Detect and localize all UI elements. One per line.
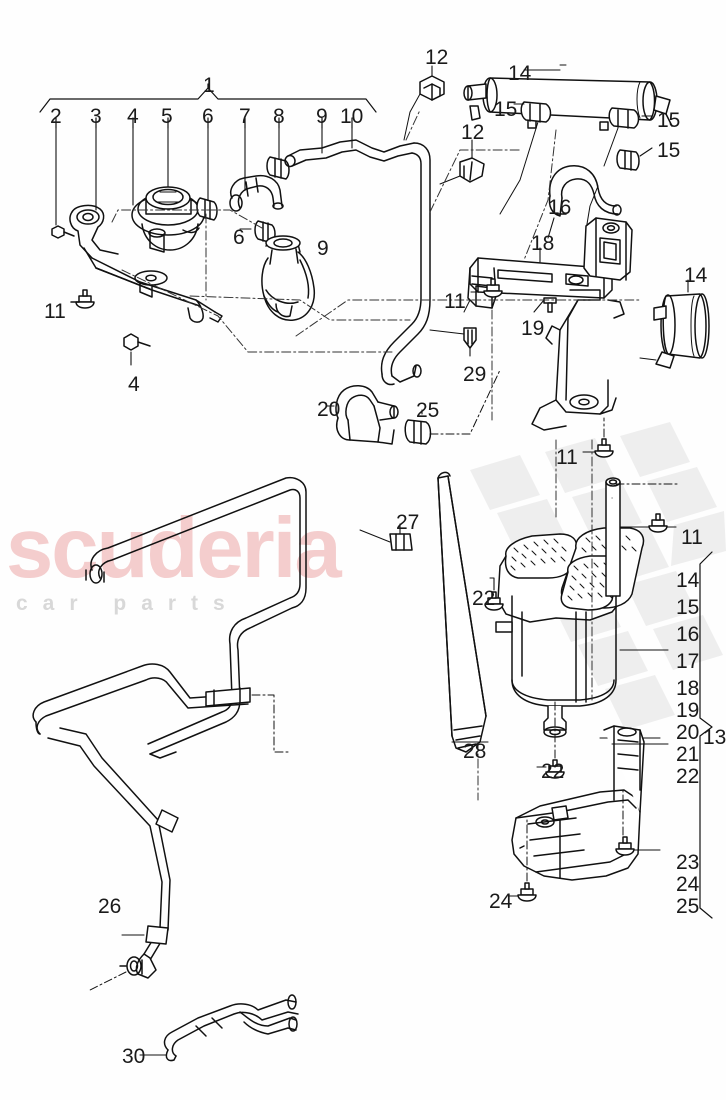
- callout-number-15: 15: [657, 109, 681, 132]
- callout-number-11: 11: [444, 290, 466, 313]
- callout-number-11: 11: [681, 526, 703, 549]
- group-number-23: 23: [676, 851, 700, 874]
- group-number-21: 21: [676, 743, 700, 766]
- callout-number-30: 30: [122, 1045, 146, 1068]
- callout-number-25: 25: [416, 399, 440, 422]
- callout-number-6: 6: [233, 226, 245, 249]
- group-number-19: 19: [676, 699, 700, 722]
- group-number-24: 24: [676, 873, 700, 896]
- callout-number-4: 4: [127, 105, 139, 128]
- callout-number-6: 6: [202, 105, 214, 128]
- callout-number-22: 22: [472, 587, 496, 610]
- callout-number-12: 12: [425, 46, 449, 69]
- callout-number-16: 16: [548, 196, 572, 219]
- callout-number-3: 3: [90, 105, 102, 128]
- callout-number-10: 10: [340, 105, 364, 128]
- callout-number-27: 27: [396, 511, 420, 534]
- callout-number-14: 14: [508, 62, 532, 85]
- group-number-17: 17: [676, 650, 700, 673]
- callout-number-7: 7: [239, 105, 251, 128]
- group-number-20: 20: [676, 721, 700, 744]
- group-number-25: 25: [676, 895, 700, 918]
- group-number-18: 18: [676, 677, 700, 700]
- callout-number-15: 15: [657, 139, 681, 162]
- callout-number-2: 2: [50, 105, 62, 128]
- callout-number-26: 26: [98, 895, 122, 918]
- callout-number-1: 1: [203, 74, 215, 97]
- group-number-14: 14: [676, 569, 700, 592]
- callout-number-9: 9: [316, 105, 328, 128]
- callout-number-29: 29: [463, 363, 487, 386]
- group-number-16: 16: [676, 623, 700, 646]
- callout-number-4: 4: [128, 373, 140, 396]
- callout-number-24: 24: [489, 890, 513, 913]
- callout-number-14: 14: [684, 264, 708, 287]
- callout-number-11: 11: [44, 300, 66, 323]
- callout-number-11: 11: [556, 446, 578, 469]
- callout-number-9: 9: [317, 237, 329, 260]
- group-number-15: 15: [676, 596, 700, 619]
- callout-number-18: 18: [531, 232, 555, 255]
- callout-number-15: 15: [494, 98, 518, 121]
- callout-number-28: 28: [463, 740, 487, 763]
- callout-number-12: 12: [461, 121, 485, 144]
- callout-number-8: 8: [273, 105, 285, 128]
- callout-number-20: 20: [317, 398, 341, 421]
- callout-number-19: 19: [521, 317, 545, 340]
- group-number-22: 22: [676, 765, 700, 788]
- callout-number-5: 5: [161, 105, 173, 128]
- group-bracket-number-13: 13: [703, 726, 726, 749]
- callout-number-22: 22: [541, 760, 565, 783]
